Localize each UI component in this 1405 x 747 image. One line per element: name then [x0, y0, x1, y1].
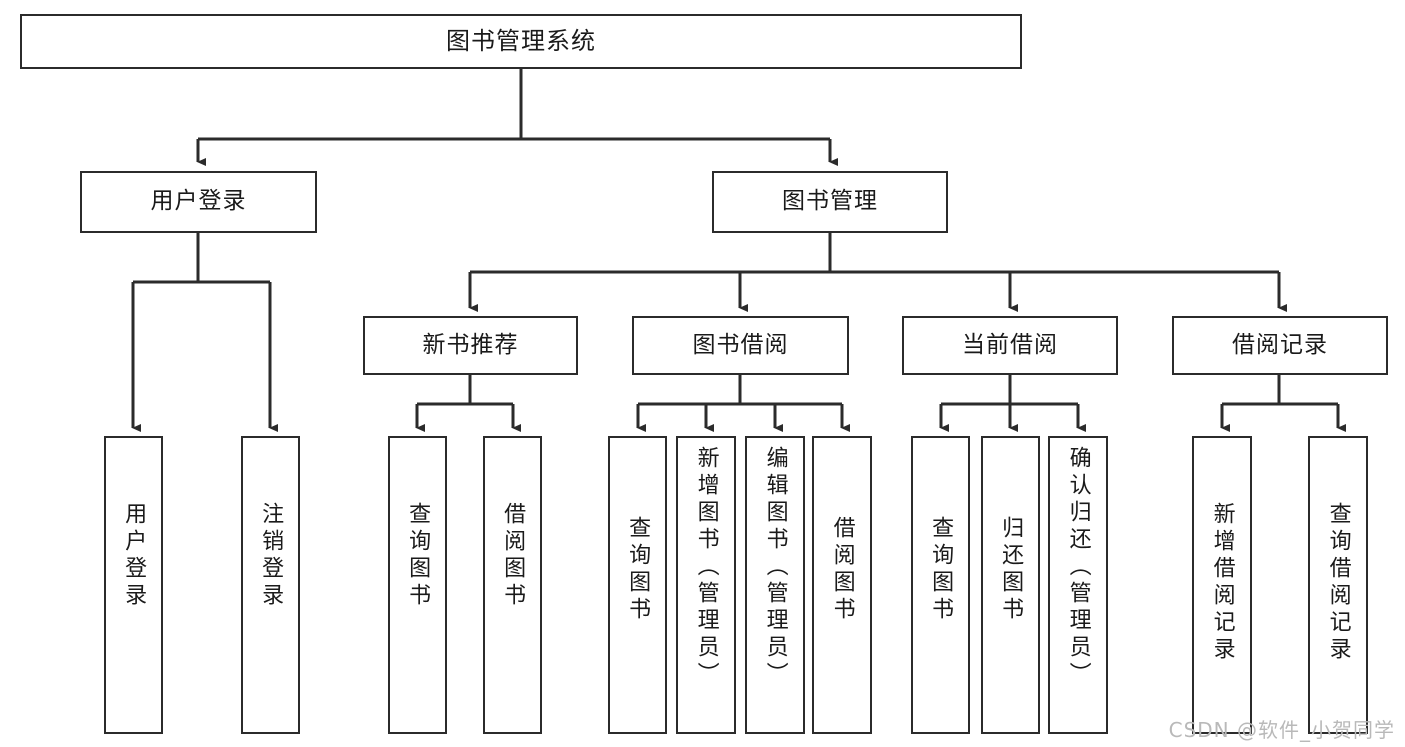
node-label: 编辑图书（管理员）: [762, 446, 788, 689]
node-label: 用户登录: [121, 502, 147, 610]
leaf-new-book-borrow-book[interactable]: 借阅图书: [483, 436, 542, 734]
node-label: 查询图书: [928, 516, 954, 624]
node-label: 新书推荐: [422, 331, 519, 358]
leaf-book-borrow-edit-book-admin[interactable]: 编辑图书（管理员）: [745, 436, 805, 734]
node-label: 查询图书: [405, 502, 431, 610]
leaf-current-borrow-query-book[interactable]: 查询图书: [911, 436, 970, 734]
leaf-user-login-logout[interactable]: 注销登录: [241, 436, 300, 734]
leaf-current-borrow-return-book[interactable]: 归还图书: [981, 436, 1040, 734]
leaf-borrow-record-query-record[interactable]: 查询借阅记录: [1308, 436, 1368, 734]
node-label: 归还图书: [998, 516, 1024, 624]
leaf-book-borrow-add-book-admin[interactable]: 新增图书（管理员）: [676, 436, 736, 734]
node-label: 注销登录: [258, 502, 284, 610]
leaf-borrow-record-add-record[interactable]: 新增借阅记录: [1192, 436, 1252, 734]
node-label: 图书管理系统: [446, 27, 596, 56]
node-label: 用户登录: [150, 188, 247, 215]
node-user-login[interactable]: 用户登录: [80, 171, 317, 233]
node-label: 新增图书（管理员）: [693, 446, 719, 689]
node-label: 图书借阅: [692, 331, 789, 358]
leaf-book-borrow-query-book[interactable]: 查询图书: [608, 436, 667, 734]
leaf-book-borrow-borrow-book[interactable]: 借阅图书: [812, 436, 872, 734]
node-label: 当前借阅: [962, 331, 1058, 358]
node-current-borrow[interactable]: 当前借阅: [902, 316, 1118, 375]
node-new-book-recommend[interactable]: 新书推荐: [363, 316, 578, 375]
node-label: 新增借阅记录: [1209, 502, 1235, 664]
leaf-current-borrow-confirm-return-admin[interactable]: 确认归还（管理员）: [1048, 436, 1108, 734]
node-book-borrow[interactable]: 图书借阅: [632, 316, 849, 375]
leaf-user-login-login[interactable]: 用户登录: [104, 436, 163, 734]
node-label: 查询借阅记录: [1325, 502, 1351, 664]
node-borrow-record[interactable]: 借阅记录: [1172, 316, 1388, 375]
csdn-watermark: CSDN @软件_小贺同学: [1168, 718, 1395, 742]
node-book-management[interactable]: 图书管理: [712, 171, 948, 233]
node-label: 确认归还（管理员）: [1065, 446, 1091, 689]
leaf-new-book-query-book[interactable]: 查询图书: [388, 436, 447, 734]
node-label: 借阅图书: [829, 516, 855, 624]
node-label: 借阅记录: [1232, 331, 1328, 358]
node-root-system[interactable]: 图书管理系统: [20, 14, 1022, 69]
node-label: 借阅图书: [500, 502, 526, 610]
node-label: 查询图书: [625, 516, 651, 624]
node-label: 图书管理: [782, 188, 878, 215]
